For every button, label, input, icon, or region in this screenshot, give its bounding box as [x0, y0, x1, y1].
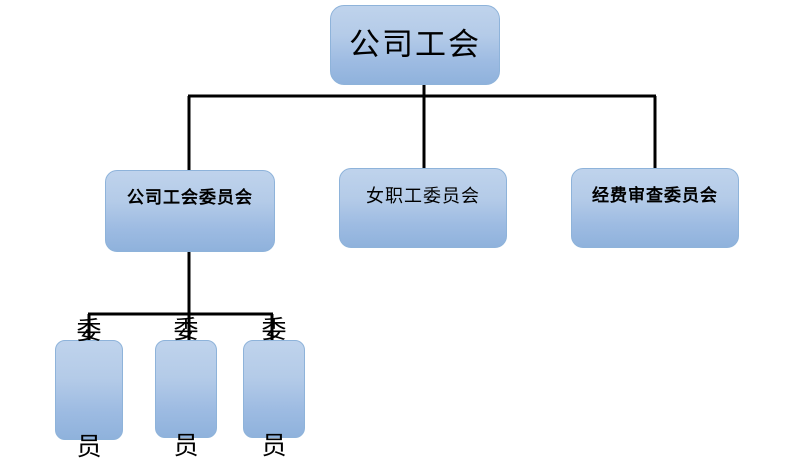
- node-member-1[interactable]: 委 员: [55, 318, 123, 461]
- node-member-1-label-line2: 员: [76, 433, 102, 461]
- node-member-1-label-line1: 委: [76, 317, 102, 345]
- node-union-committee-label: 公司工会委员会: [127, 188, 253, 207]
- node-funds-audit-committee-label: 经费审查委员会: [592, 186, 718, 205]
- node-union-committee[interactable]: 公司工会委员会: [105, 170, 275, 252]
- node-female-staff-committee-label: 女职工委员会: [366, 186, 480, 206]
- node-member-3-label-line1: 委: [261, 316, 287, 344]
- node-member-3-text: 委 员: [255, 234, 293, 474]
- node-company-union[interactable]: 公司工会: [330, 5, 500, 85]
- node-company-union-label: 公司工会: [349, 27, 481, 63]
- node-member-2-label-line1: 委: [173, 316, 199, 344]
- node-female-staff-committee[interactable]: 女职工委员会: [339, 168, 507, 248]
- node-member-1-text: 委 员: [70, 235, 108, 474]
- node-funds-audit-committee[interactable]: 经费审查委员会: [571, 168, 739, 248]
- node-member-2-text: 委 员: [167, 234, 205, 474]
- node-member-3[interactable]: 委 员: [243, 317, 305, 460]
- node-member-2-label-line2: 员: [173, 432, 199, 460]
- node-member-2[interactable]: 委 员: [155, 317, 217, 460]
- node-member-3-label-line2: 员: [261, 432, 287, 460]
